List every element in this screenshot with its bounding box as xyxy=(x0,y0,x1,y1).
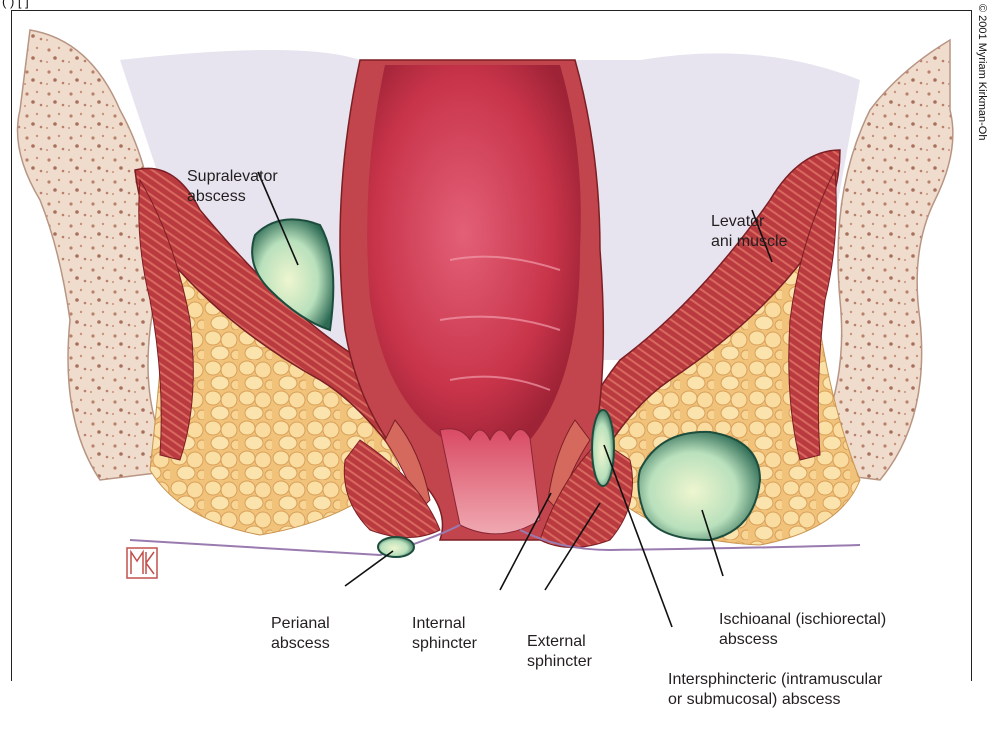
copyright-notice: © 2001 Myriam Kirkman-Oh xyxy=(976,4,987,140)
leader-perianal xyxy=(345,551,393,586)
intersphincteric-abscess xyxy=(592,410,614,486)
perianal-abscess xyxy=(378,537,414,557)
artist-monogram-logo xyxy=(126,547,158,579)
ischioanal-abscess xyxy=(638,432,760,540)
rectum-lumen xyxy=(367,65,581,440)
anatomy-diagram: ( ) [ ] xyxy=(0,0,987,681)
